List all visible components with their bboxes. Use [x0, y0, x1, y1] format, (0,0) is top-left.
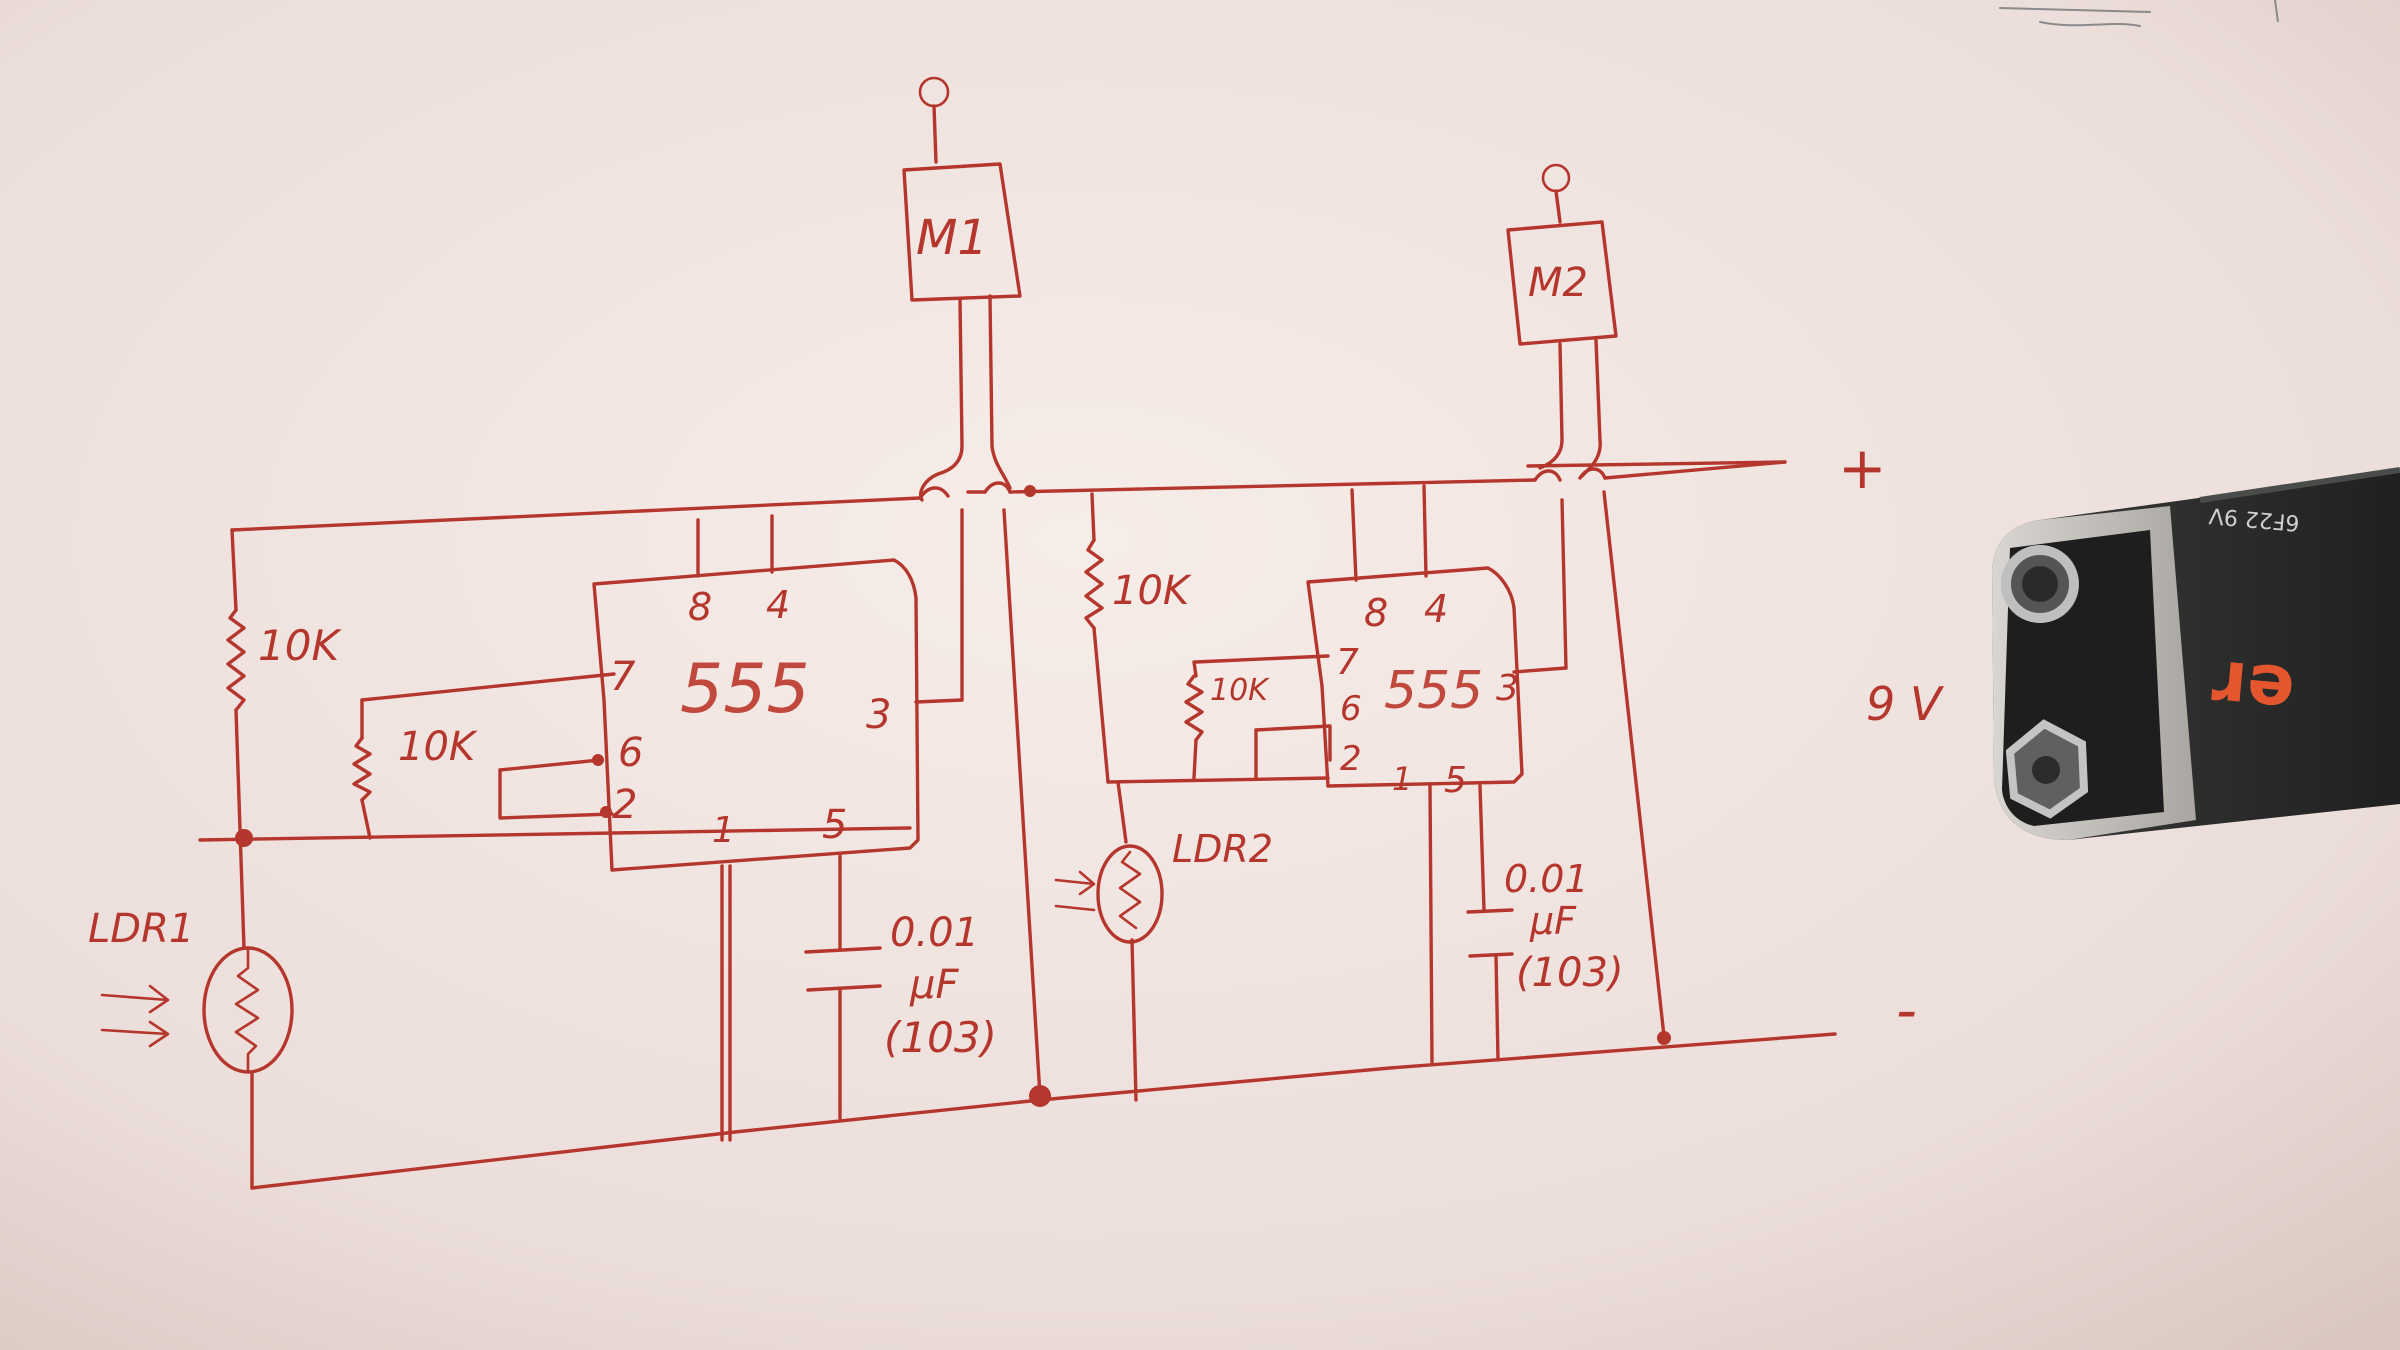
motor1-label: M1	[916, 210, 988, 266]
top-right-mark	[2274, 0, 2279, 23]
resistor-r3-label: 10K	[1112, 568, 1192, 614]
cap1-value: 0.01	[890, 910, 979, 956]
ic1-label: 555	[680, 650, 810, 729]
ic1-pin2: 2	[612, 782, 637, 828]
ic2-pin3: 3	[1496, 668, 1519, 709]
battery-brand: er	[2208, 644, 2297, 733]
battery-9v	[1992, 467, 2400, 840]
resistor-r2-label: 10K	[398, 724, 478, 770]
ic2-pin6: 6	[1340, 689, 1362, 729]
ldr1-label: LDR1	[88, 906, 194, 952]
resistor-r4	[1184, 674, 1204, 742]
ldr1	[100, 946, 294, 1074]
positive-rail	[230, 460, 1787, 532]
minus-terminal-label: -	[1896, 976, 1917, 1044]
resistor-r1-label: 10K	[258, 621, 342, 670]
cap2-unit: µF	[1529, 899, 1577, 943]
ic1-wiring	[360, 672, 964, 1142]
resistor-r3	[1084, 538, 1104, 630]
left-branch-wires	[198, 528, 912, 1190]
ic2-pin2: 2	[1340, 739, 1362, 779]
battery-voltage-label: 9 V	[1866, 677, 1945, 731]
ic1-pin1: 1	[712, 810, 735, 851]
motor2-label: M2	[1528, 260, 1588, 306]
cap1-unit: µF	[909, 962, 959, 1008]
resistor-r4-label: 10K	[1210, 673, 1270, 708]
cap1-code: (103)	[884, 1013, 997, 1062]
ic1-pin5: 5	[822, 802, 847, 848]
resistor-r2	[352, 736, 372, 802]
ic1-555	[592, 514, 920, 872]
cap2-value: 0.01	[1504, 857, 1589, 901]
ic2-pin5: 5	[1444, 760, 1467, 801]
ic2-pin8: 8	[1364, 591, 1388, 635]
ic2-pin7: 7	[1336, 642, 1359, 683]
motor2	[1506, 163, 1666, 1038]
ic1-pin7: 7	[610, 654, 636, 700]
motor1	[902, 76, 1042, 1098]
ic1-pin8: 8	[688, 585, 712, 629]
ldr2	[1054, 844, 1164, 944]
ic1-pin4: 4	[766, 583, 790, 627]
ic2-pin4: 4	[1424, 587, 1448, 631]
resistor-r1	[226, 608, 246, 712]
middle-branch-wires	[1090, 492, 1330, 1102]
top-right-scribble	[1999, 7, 2151, 27]
ic1-pin3: 3	[866, 692, 891, 738]
ic1-pin6: 6	[618, 730, 643, 776]
ldr2-label: LDR2	[1172, 827, 1273, 871]
ic2-label: 555	[1384, 661, 1483, 721]
plus-terminal-label: +	[1838, 434, 1887, 502]
ic2-wiring	[1192, 654, 1568, 1064]
ic2-555	[1306, 484, 1524, 788]
cap2-code: (103)	[1516, 950, 1624, 996]
ic2-pin1: 1	[1392, 760, 1412, 798]
